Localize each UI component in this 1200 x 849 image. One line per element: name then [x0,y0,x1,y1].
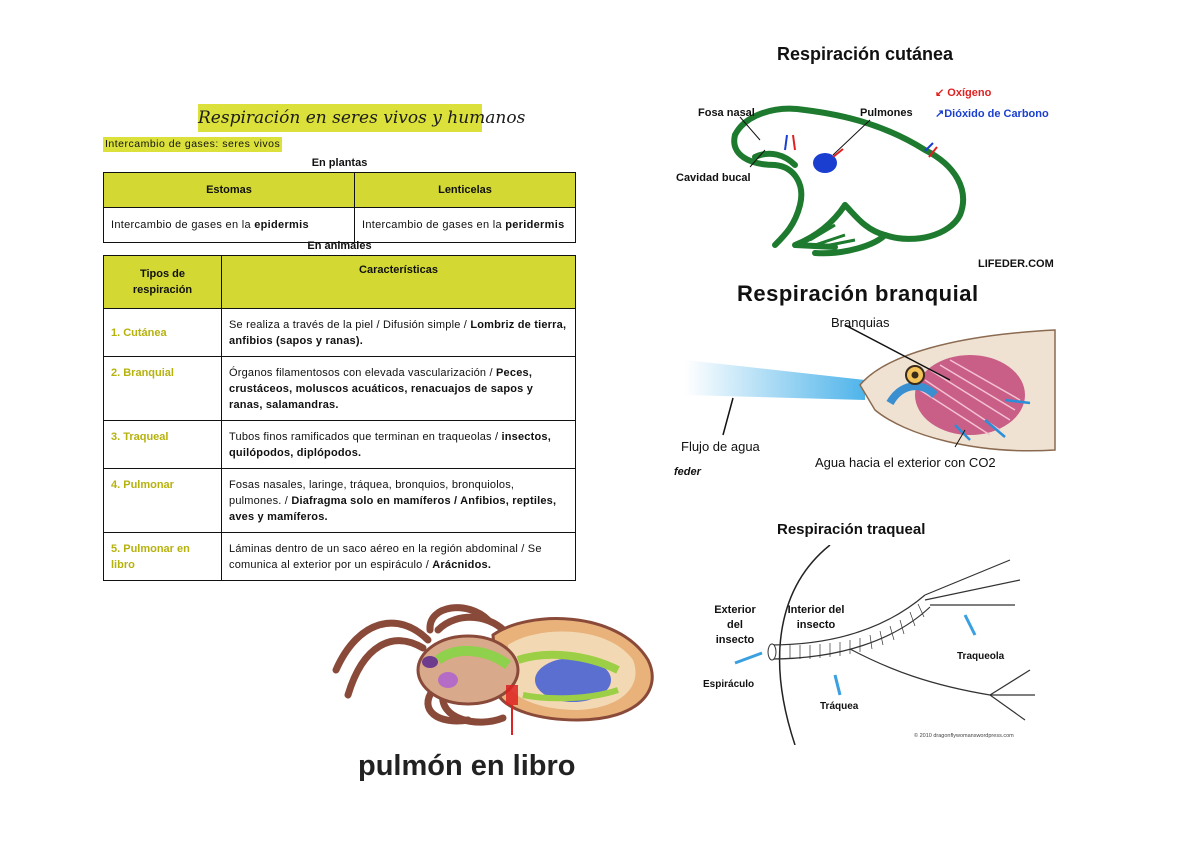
table-row-desc: Se realiza a través de la piel / Difusió… [221,308,576,357]
plants-cell-lenticelas: Intercambio de gases en la peridermis [354,207,576,243]
insect-label-espiraculo: Espiráculo [703,679,755,690]
fish-label-agua: Agua hacia el exterior con CO2 [815,455,996,470]
blue-arrow-icon: ↗ [935,108,945,120]
plants-section-label: En plantas [311,157,368,169]
frog-label-pulmones: Pulmones [860,107,913,119]
table-row-desc: Fosas nasales, laringe, tráquea, bronqui… [221,468,576,533]
insect-label-interior: Interior del insecto [787,604,845,631]
legend-oxygen: ↙ Oxígeno [935,87,992,99]
insect-label-traqueola: Traqueola [957,651,1005,662]
frog-title: Respiración cutánea [777,44,954,64]
spider-caption: pulmón en libro [358,750,576,782]
table-row-desc: Láminas dentro de un saco aéreo en la re… [221,532,576,581]
plants-table: Estomas Lenticelas Intercambio de gases … [103,172,576,243]
spider-book-lung-illustration [332,604,654,735]
plants-cell-estomas: Intercambio de gases en la epidermis [103,207,355,243]
insect-title: Respiración traqueal [777,521,926,538]
insect-label-traquea: Tráquea [820,701,859,712]
animals-table: Tipos de respiración Características 1. … [103,255,576,581]
fish-label-flujo: Flujo de agua [681,439,760,454]
animals-header-characteristics: Características [221,255,576,309]
animals-section-label: En animales [307,240,372,252]
table-row-type: 2. Branquial [103,356,222,421]
insect-trachea-diagram [734,545,1035,745]
document-subtitle: Intercambio de gases: seres vivos [103,137,283,152]
table-row-type: 4. Pulmonar [103,468,222,533]
frog-label-fosa-nasal: Fosa nasal [698,107,755,119]
red-arrow-icon: ↙ [935,87,948,99]
fish-label-branquias: Branquias [831,315,890,330]
table-row-desc: Tubos finos ramificados que terminan en … [221,420,576,469]
insect-label-exterior: Exterior del insecto [714,604,756,646]
table-row-desc: Órganos filamentosos con elevada vascula… [221,356,576,421]
insect-credit: © 2010 dragonflywomanswordpress.com [914,733,1014,739]
legend-co2: ↗Dióxido de Carbono [935,108,1049,120]
table-row-type: 3. Traqueal [103,420,222,469]
fish-title: Respiración branquial [737,281,979,306]
table-row-type: 5. Pulmonar en libro [103,532,222,581]
frog-credit: LIFEDER.COM [978,258,1054,270]
table-row-type: 1. Cutánea [103,308,222,357]
fish-credit: feder [674,466,701,478]
frog-diagram [731,105,967,257]
animals-header-type: Tipos de respiración [103,255,222,309]
frog-label-cavidad-bucal: Cavidad bucal [676,172,751,184]
plants-header-lenticelas: Lenticelas [354,172,576,208]
plants-header-estomas: Estomas [103,172,355,208]
fish-diagram [685,325,1056,452]
document-title: Respiración en seres vivos y humanos [198,104,525,132]
